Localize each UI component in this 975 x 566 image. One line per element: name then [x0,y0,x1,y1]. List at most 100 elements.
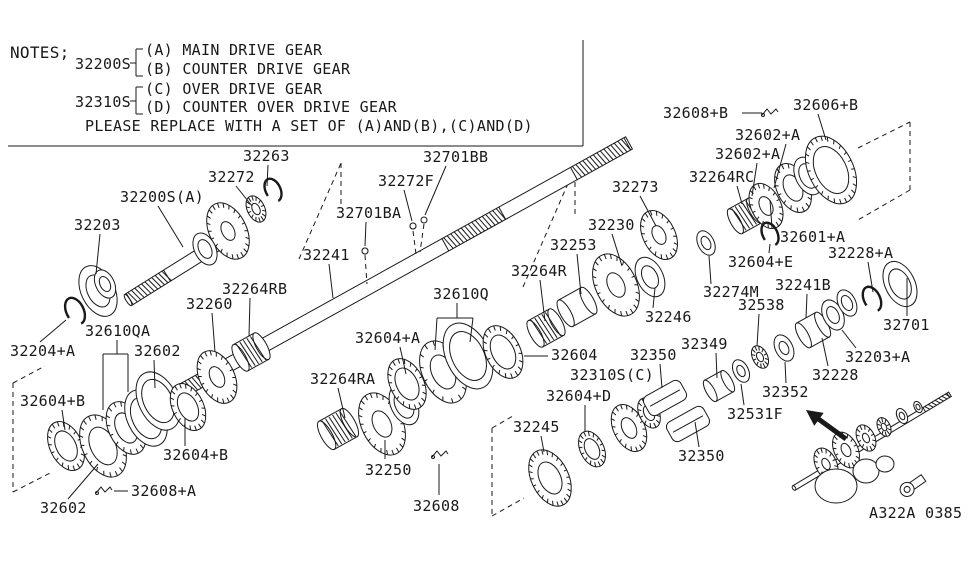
leader-line [660,364,662,388]
leader-line [868,262,873,292]
part-label: 32610Q [433,285,489,303]
label-32264RC-37: 32264RC [689,168,754,204]
label-32701BB-6: 32701BB [420,148,488,252]
part-bearing-32246 [629,252,671,301]
part-sleeve-32350-lower [664,404,711,444]
part-inset-ring-6 [912,400,924,414]
leader-line [741,384,744,405]
part-label: 32241B [775,276,831,294]
leader-line [154,360,155,388]
dashed-boundary [858,190,910,220]
part-cone-ring [188,229,222,269]
part-label: 32349 [681,335,728,353]
part-label: 32203+A [845,348,910,366]
label-32228A-33: 32228+A [828,244,893,292]
part-label: 32604 [551,346,598,364]
dashed-boundary [492,498,524,516]
leader-line [40,320,66,342]
dashed-boundary [492,416,513,428]
notes-group2-itemC: (C) OVER DRIVE GEAR [145,80,323,98]
part-inset-bolt [897,472,927,499]
label-32701-34: 32701 [883,278,930,334]
label-32230-16: 32230 [588,216,634,266]
leader-line [822,338,828,366]
dashed-boundary [13,473,50,492]
part-label: 32310S(C) [570,366,654,384]
part-label: 32228 [812,366,859,384]
leader-line [774,144,786,188]
label-32273-17: 32273 [612,178,658,226]
bracket-drop [435,318,437,350]
part-washer-32531F [729,357,753,385]
part-label: 32601+A [780,228,845,246]
part-inset-gear-2 [827,428,865,472]
part-label: 32260 [186,295,233,313]
part-baulk-32604B-right [163,378,213,437]
label-32203A-35: 32203+A [842,330,910,366]
part-label: 32701 [883,316,930,334]
label-32602-49: 32602 [40,464,98,517]
label-32204A-45: 32204+A [10,320,75,360]
clip-icon [762,109,778,115]
part-label: 32272 [208,168,255,186]
leader-line [158,206,183,247]
part-label: 32602 [40,499,87,517]
part-needle-cage-32264R [524,307,569,350]
part-label: 32604+E [728,253,793,271]
leader-line [785,362,786,383]
part-label: 32264R [511,262,568,280]
part-label: 32241 [303,246,350,264]
label-32604D-23: 32604+D [546,387,611,432]
part-baulk-32604B-left [40,416,92,477]
leader-line [249,298,250,336]
part-inset-blob-2 [853,459,879,483]
label-32352-27: 32352 [762,362,808,401]
part-label: 32701BB [423,148,488,166]
part-inset-gear-3 [852,422,880,455]
label-32531F-26: 32531F [727,384,783,423]
label-32608B-41: 32608+B [663,104,778,122]
part-bearing-32203A [833,287,861,320]
label-32260-42: 32260 [186,295,233,352]
part-inset-gear-4 [874,415,894,438]
part-label: 32538 [738,296,785,314]
notes-heading: NOTES; [10,43,70,62]
part-gear-32245 [520,443,580,513]
part-label: 32602+A [715,145,780,163]
label-32604E-30: 32604+E [728,244,793,271]
part-label: 32608+B [663,104,728,122]
part-label: 32253 [550,236,597,254]
part-label: 32350 [678,447,725,465]
part-inset-blob-1 [815,469,857,503]
leader-line [842,330,856,348]
leader-dash [365,255,367,284]
leader-line [757,314,759,346]
notes-footer: PLEASE REPLACE WITH A SET OF (A)AND(B),(… [85,117,533,135]
part-label: 32245 [513,418,560,436]
label-32241B-32: 32241B [775,276,831,318]
notes-group1-itemA: (A) MAIN DRIVE GEAR [145,41,323,59]
part-label: 32608+A [131,482,196,500]
leader-line [404,190,412,221]
part-label: 32250 [365,461,412,479]
label-32350-21: 32350 [630,346,676,388]
part-gear-32230 [583,246,649,323]
label-32608-13: 32608 [413,451,459,515]
leader-line [338,388,345,418]
part-label: 32602 [134,342,181,360]
part-label: 32701BA [336,204,401,222]
pointer-arrow [806,410,848,442]
label-32602-44: 32602 [134,342,181,388]
label-32604B-46: 32604+B [20,392,85,430]
part-label: 32246 [645,308,692,326]
part-label: 32203 [74,216,121,234]
part-bushing-32349 [701,369,737,404]
leader-line [96,234,100,274]
part-snapring-32204A [61,295,89,328]
leader-line [653,288,655,308]
label-32274M-29: 32274M [703,256,759,301]
leader-line [752,163,757,196]
label-32245-24: 32245 [513,418,560,452]
label-32608A-48: 32608+A [96,482,196,500]
